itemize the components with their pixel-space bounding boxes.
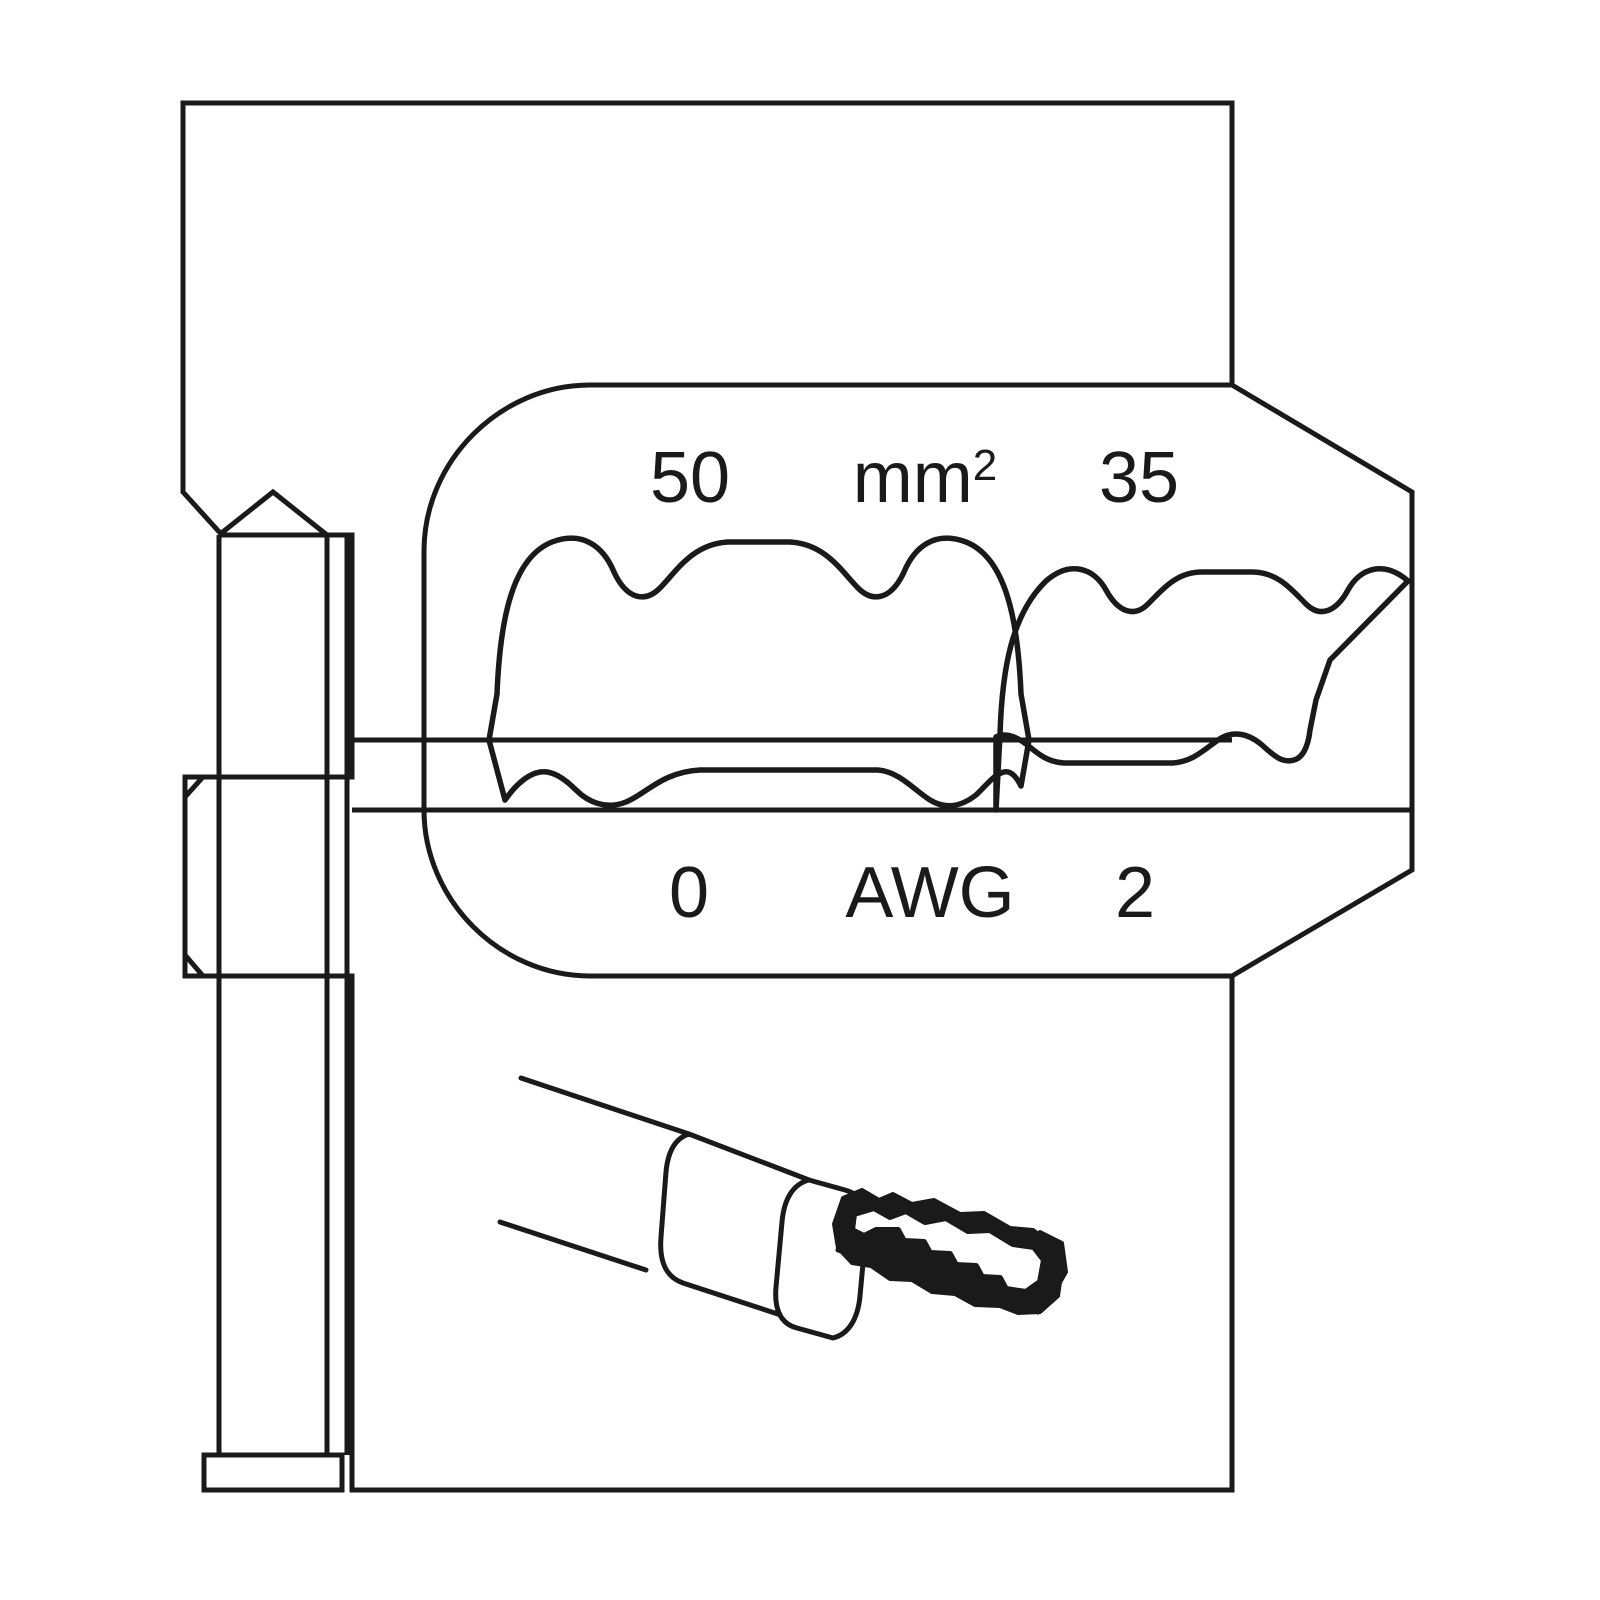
guide-rail xyxy=(216,488,350,1455)
rail-foot xyxy=(201,1452,345,1493)
label-awg-unit: AWG xyxy=(845,853,1014,933)
label-metric-unit-text: mm xyxy=(853,438,973,518)
label-awg-right: 2 xyxy=(1115,853,1155,933)
label-metric-unit-exponent: 2 xyxy=(973,441,997,490)
die-nest-50mm2 xyxy=(486,535,1032,809)
crimped-ferrule-tip-channel xyxy=(849,1205,1047,1295)
die-base-lines xyxy=(352,737,1412,813)
label-metric-right: 35 xyxy=(1099,438,1179,518)
label-awg-left: 0 xyxy=(669,853,709,933)
wire-end-ferrule-assembly xyxy=(497,1075,1068,1341)
stranded-wire-lower xyxy=(497,1219,649,1273)
crimped-ferrule-end-face xyxy=(1034,1230,1068,1308)
label-group-metric: 50 mm2 35 xyxy=(650,438,1179,518)
die-nest-35mm2 xyxy=(993,566,1411,813)
label-metric-unit: mm2 xyxy=(853,438,997,518)
locating-lug xyxy=(182,774,352,979)
label-metric-left: 50 xyxy=(650,438,730,518)
tip-lower-edge xyxy=(835,1247,1041,1315)
stranded-wire-upper xyxy=(518,1075,692,1137)
die-arm-outline xyxy=(421,382,1232,979)
label-group-awg: 0 AWG 2 xyxy=(669,853,1155,933)
